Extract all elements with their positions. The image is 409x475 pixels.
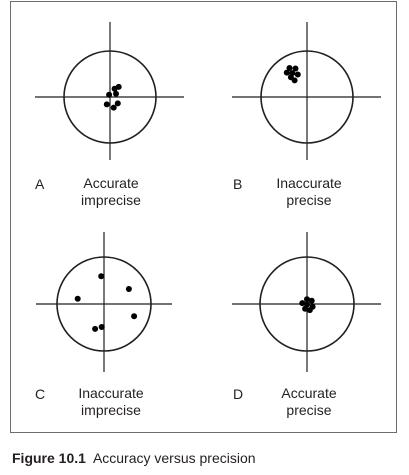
panel-c-target-circle: [56, 256, 152, 352]
panel-c-caption: Inaccurate imprecise: [51, 385, 171, 419]
panel-b-hit-dot: [291, 77, 298, 84]
figure-caption-text: Accuracy versus precision: [92, 450, 256, 466]
target-panel-a: [35, 22, 184, 160]
panel-a-hit-dot: [115, 83, 122, 90]
panel-c-hit-dot: [98, 273, 105, 280]
panel-d-hit-dot: [304, 296, 310, 303]
figure-frame: [10, 1, 397, 433]
panel-c-caption-line2: imprecise: [81, 402, 141, 418]
panel-a-hit-dot: [106, 91, 113, 98]
panel-a-letter: A: [35, 176, 45, 192]
panel-d-hit-dot: [304, 301, 310, 308]
panel-a-hit-dot: [103, 101, 110, 108]
panel-d-letter: D: [233, 386, 244, 402]
panel-d-hit-dot: [299, 300, 306, 307]
panel-a-caption-line2: imprecise: [81, 192, 141, 208]
figure-label: Figure 10.1: [12, 450, 86, 466]
panel-b-caption-line2: precise: [286, 192, 332, 208]
panel-c-hit-dot: [92, 325, 99, 332]
panel-a-target-circle: [63, 50, 157, 144]
panel-b-letter: B: [233, 176, 243, 192]
panel-a-caption: Accurate imprecise: [51, 175, 171, 209]
panel-d-caption-line2: precise: [286, 402, 332, 418]
panel-d-hit-dot: [306, 307, 313, 314]
panel-c-hit-dot: [125, 286, 132, 292]
panel-b-hit-dot: [286, 65, 293, 71]
panel-a-hit-dot: [114, 100, 121, 107]
panel-c-hit-dot: [131, 313, 138, 320]
panel-a-hit-dot: [110, 104, 117, 111]
target-panel-c: [36, 232, 172, 372]
panel-d-caption-line1: Accurate: [281, 385, 337, 401]
panel-b-caption-line1: Inaccurate: [276, 175, 342, 191]
panel-d-caption: Accurate precise: [249, 385, 369, 419]
panel-b-hit-dot: [292, 65, 299, 72]
panel-c-hit-dot: [98, 324, 105, 330]
panel-d-hit-dot: [308, 297, 315, 304]
panel-b-caption: Inaccurate precise: [249, 175, 369, 209]
panel-a-caption-line1: Accurate: [83, 175, 139, 191]
figure-caption: Figure 10.1 Accuracy versus precision: [12, 449, 256, 467]
panel-c-caption-line1: Inaccurate: [78, 385, 144, 401]
target-panel-b: [232, 22, 381, 160]
panel-c-hit-dot: [74, 295, 81, 302]
target-panel-d: [232, 232, 381, 372]
panel-c-letter: C: [35, 386, 46, 402]
panel-b-hit-dot: [294, 71, 301, 78]
panel-a-hit-dot: [113, 90, 119, 97]
panel-b-target-circle: [260, 50, 354, 144]
panel-b-hit-dot: [283, 69, 290, 76]
panel-d-target-circle: [259, 256, 355, 352]
